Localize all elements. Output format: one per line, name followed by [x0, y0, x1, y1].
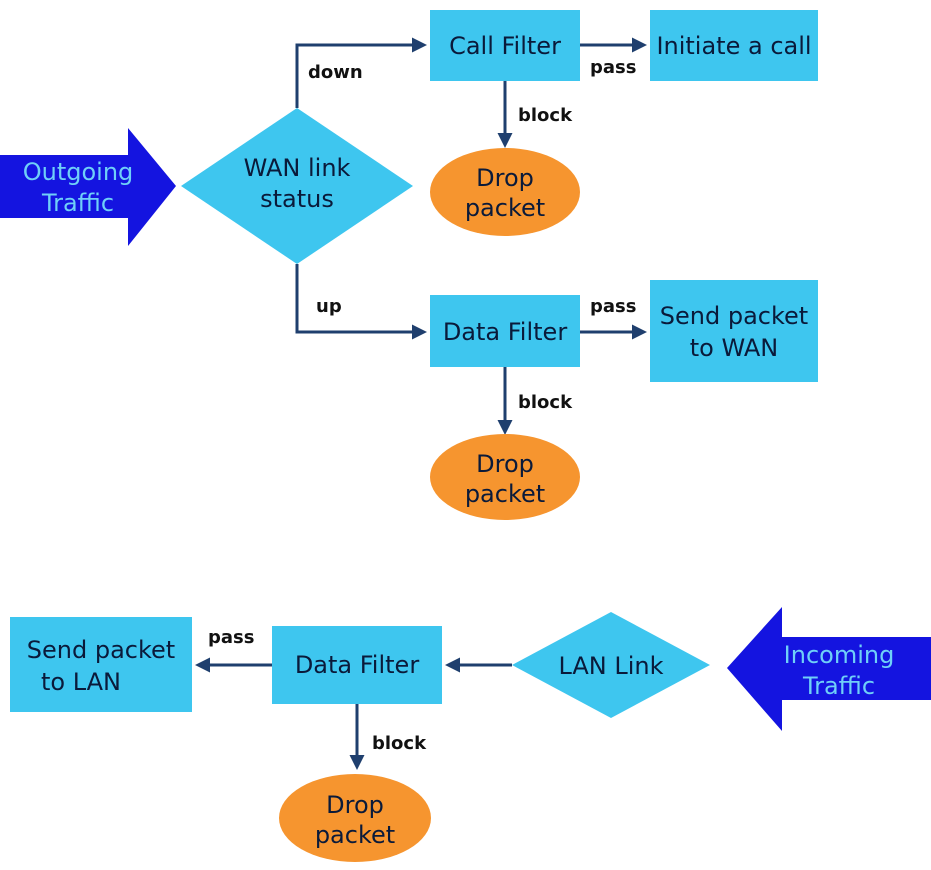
down-label: down	[308, 62, 363, 83]
incoming-pass-label: pass	[208, 627, 254, 648]
outgoing-traffic-arrow	[0, 128, 176, 246]
incoming-traffic-label-line1: Incoming	[784, 641, 895, 669]
edge-wan-up-to-data-filter	[295, 264, 427, 340]
data-pass-label: pass	[590, 296, 636, 317]
wan-link-status-line2: status	[260, 185, 334, 213]
data-drop-packet-ellipse	[430, 434, 580, 520]
send-to-wan-line2: to WAN	[690, 334, 779, 362]
up-label: up	[316, 296, 342, 317]
call-drop-packet-line2: packet	[465, 194, 545, 222]
outgoing-data-filter-label: Data Filter	[443, 318, 568, 346]
send-to-lan-line2: to LAN	[41, 668, 121, 696]
send-to-lan-line1: Send packet	[27, 636, 175, 664]
data-block-label: block	[518, 392, 573, 413]
data-drop-packet-line1: Drop	[476, 450, 534, 478]
outgoing-data-filter-box	[430, 295, 580, 367]
lan-link-decision	[512, 612, 710, 718]
outgoing-traffic-label-line1: Outgoing	[23, 158, 134, 186]
call-block-label: block	[518, 105, 573, 126]
edge-wan-down-to-call-filter	[295, 37, 427, 108]
incoming-drop-packet-ellipse	[279, 774, 431, 862]
send-to-lan-box	[10, 617, 192, 712]
data-drop-packet-line2: packet	[465, 480, 545, 508]
incoming-data-filter-box	[272, 626, 442, 704]
call-pass-label: pass	[590, 57, 636, 78]
incoming-data-filter-label: Data Filter	[295, 651, 420, 679]
call-filter-box	[430, 10, 580, 81]
lan-link-label: LAN Link	[558, 652, 663, 680]
incoming-drop-packet-line1: Drop	[326, 791, 384, 819]
incoming-drop-packet-line2: packet	[315, 821, 395, 849]
call-drop-packet-ellipse	[430, 148, 580, 236]
initiate-call-label: Initiate a call	[656, 32, 811, 60]
incoming-traffic-label-line2: Traffic	[802, 672, 875, 700]
wan-link-status-line1: WAN link	[244, 154, 351, 182]
send-to-wan-line1: Send packet	[660, 302, 808, 330]
call-drop-packet-line1: Drop	[476, 164, 534, 192]
wan-link-status-decision	[181, 108, 413, 264]
initiate-call-box	[650, 10, 818, 81]
call-filter-label: Call Filter	[449, 32, 561, 60]
send-to-wan-box	[650, 280, 818, 382]
outgoing-traffic-label-line2: Traffic	[41, 189, 114, 217]
incoming-traffic-arrow	[727, 607, 931, 731]
incoming-block-label: block	[372, 733, 427, 754]
